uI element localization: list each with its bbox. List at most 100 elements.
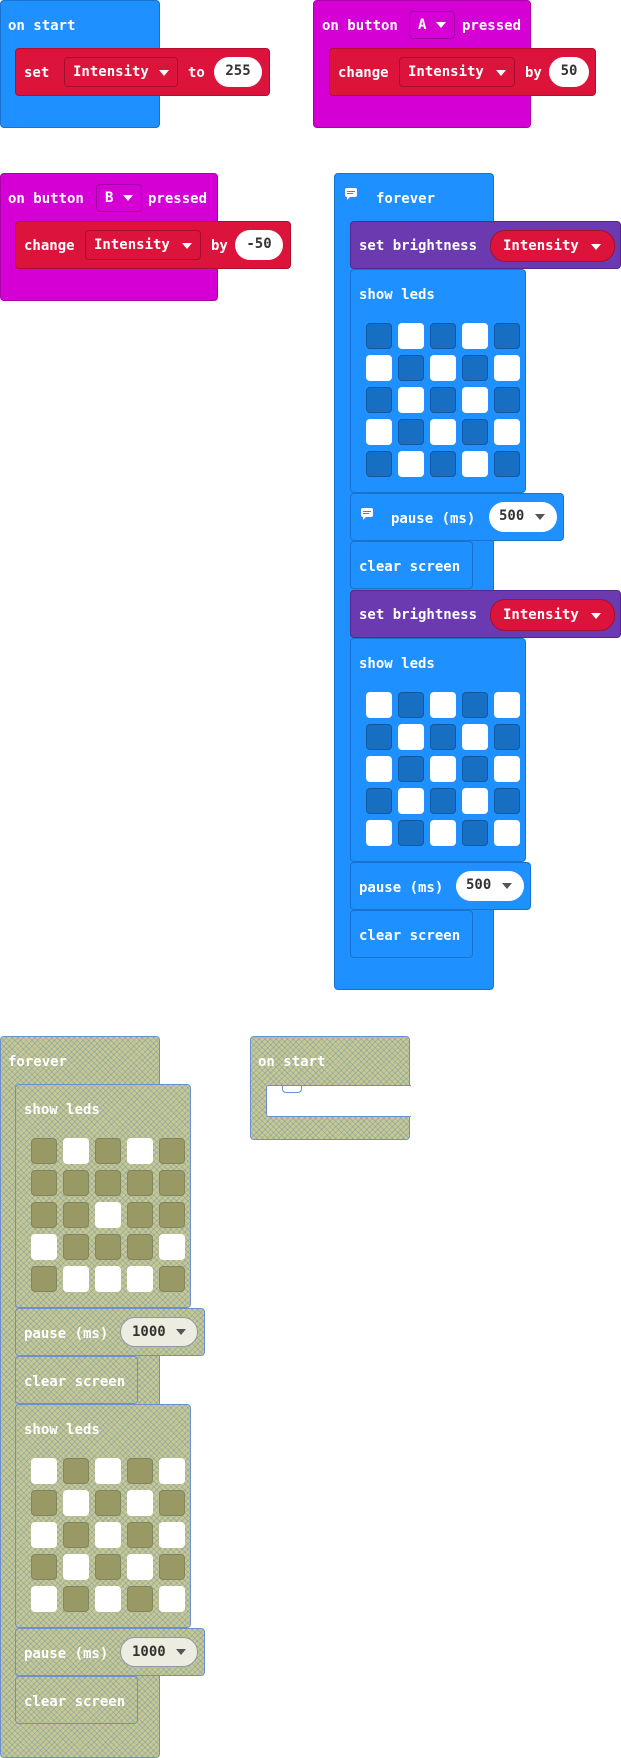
led-on[interactable] xyxy=(494,820,520,846)
led-on[interactable] xyxy=(127,1490,153,1516)
led-off[interactable] xyxy=(462,756,488,782)
led-on[interactable] xyxy=(494,419,520,445)
led-on[interactable] xyxy=(398,788,424,814)
led-off[interactable] xyxy=(159,1490,185,1516)
variable-dropdown[interactable]: Intensity xyxy=(399,57,515,87)
led-off[interactable] xyxy=(63,1522,89,1548)
duration-dropdown[interactable]: 1000 xyxy=(120,1317,198,1347)
led-on[interactable] xyxy=(462,387,488,413)
show-leds-block[interactable]: show leds xyxy=(15,1404,191,1628)
led-on[interactable] xyxy=(159,1234,185,1260)
led-on[interactable] xyxy=(159,1522,185,1548)
value-input[interactable]: -50 xyxy=(235,230,283,260)
led-off[interactable] xyxy=(430,387,456,413)
led-off[interactable] xyxy=(95,1138,121,1164)
set-brightness-block[interactable]: set brightness Intensity xyxy=(350,221,621,269)
led-off[interactable] xyxy=(159,1554,185,1580)
change-variable-block[interactable]: change Intensity by 50 xyxy=(329,48,596,96)
show-leds-block[interactable]: show leds xyxy=(350,269,526,493)
led-off[interactable] xyxy=(494,387,520,413)
led-off[interactable] xyxy=(63,1170,89,1196)
led-on[interactable] xyxy=(366,419,392,445)
led-off[interactable] xyxy=(366,724,392,750)
led-on[interactable] xyxy=(127,1138,153,1164)
led-on[interactable] xyxy=(366,756,392,782)
led-off[interactable] xyxy=(366,451,392,477)
pause-block[interactable]: pause (ms) 1000 xyxy=(15,1628,205,1676)
led-on[interactable] xyxy=(95,1266,121,1292)
led-on[interactable] xyxy=(462,323,488,349)
led-on[interactable] xyxy=(127,1266,153,1292)
led-off[interactable] xyxy=(430,323,456,349)
led-off[interactable] xyxy=(159,1138,185,1164)
led-off[interactable] xyxy=(127,1586,153,1612)
led-off[interactable] xyxy=(494,323,520,349)
value-input[interactable]: 50 xyxy=(549,57,589,87)
show-leds-block[interactable]: show leds xyxy=(15,1084,191,1308)
led-off[interactable] xyxy=(430,788,456,814)
led-off[interactable] xyxy=(159,1170,185,1196)
led-off[interactable] xyxy=(95,1234,121,1260)
led-off[interactable] xyxy=(462,419,488,445)
led-on[interactable] xyxy=(430,419,456,445)
led-on[interactable] xyxy=(462,788,488,814)
led-off[interactable] xyxy=(63,1202,89,1228)
led-off[interactable] xyxy=(31,1138,57,1164)
led-off[interactable] xyxy=(63,1458,89,1484)
led-off[interactable] xyxy=(31,1266,57,1292)
led-off[interactable] xyxy=(462,355,488,381)
led-on[interactable] xyxy=(494,355,520,381)
led-on[interactable] xyxy=(31,1522,57,1548)
led-on[interactable] xyxy=(462,451,488,477)
led-on[interactable] xyxy=(430,756,456,782)
led-off[interactable] xyxy=(398,419,424,445)
led-off[interactable] xyxy=(430,451,456,477)
led-on[interactable] xyxy=(127,1554,153,1580)
variable-dropdown[interactable]: Intensity xyxy=(85,230,201,260)
led-off[interactable] xyxy=(95,1170,121,1196)
value-input[interactable]: 255 xyxy=(214,57,262,87)
led-off[interactable] xyxy=(159,1202,185,1228)
led-off[interactable] xyxy=(127,1458,153,1484)
led-off[interactable] xyxy=(398,756,424,782)
led-off[interactable] xyxy=(398,692,424,718)
led-off[interactable] xyxy=(366,323,392,349)
change-variable-block[interactable]: change Intensity by -50 xyxy=(15,221,291,269)
led-on[interactable] xyxy=(63,1554,89,1580)
led-on[interactable] xyxy=(159,1586,185,1612)
led-off[interactable] xyxy=(63,1586,89,1612)
clear-screen-block[interactable]: clear screen xyxy=(15,1356,138,1404)
led-off[interactable] xyxy=(398,355,424,381)
led-off[interactable] xyxy=(462,820,488,846)
led-off[interactable] xyxy=(31,1554,57,1580)
led-on[interactable] xyxy=(462,724,488,750)
variable-dropdown[interactable]: Intensity xyxy=(64,57,178,87)
led-off[interactable] xyxy=(430,724,456,750)
led-off[interactable] xyxy=(127,1234,153,1260)
led-on[interactable] xyxy=(95,1586,121,1612)
clear-screen-block[interactable]: clear screen xyxy=(350,910,473,958)
led-on[interactable] xyxy=(159,1458,185,1484)
led-on[interactable] xyxy=(494,692,520,718)
led-off[interactable] xyxy=(462,692,488,718)
pause-block[interactable]: pause (ms) 500 xyxy=(350,493,564,541)
duration-dropdown[interactable]: 1000 xyxy=(120,1637,198,1667)
variable-reporter[interactable]: Intensity xyxy=(490,230,615,262)
led-on[interactable] xyxy=(430,355,456,381)
pause-block[interactable]: pause (ms) 500 xyxy=(350,862,531,910)
duration-dropdown[interactable]: 500 xyxy=(489,502,557,532)
button-dropdown[interactable]: A xyxy=(409,11,455,39)
variable-reporter[interactable]: Intensity xyxy=(490,599,615,631)
clear-screen-block[interactable]: clear screen xyxy=(15,1676,138,1724)
clear-screen-block[interactable]: clear screen xyxy=(350,541,473,589)
led-off[interactable] xyxy=(95,1554,121,1580)
led-on[interactable] xyxy=(31,1234,57,1260)
led-off[interactable] xyxy=(31,1170,57,1196)
led-off[interactable] xyxy=(31,1490,57,1516)
led-off[interactable] xyxy=(494,451,520,477)
set-brightness-block[interactable]: set brightness Intensity xyxy=(350,590,621,638)
led-on[interactable] xyxy=(398,387,424,413)
led-on[interactable] xyxy=(366,692,392,718)
led-off[interactable] xyxy=(366,387,392,413)
pause-block[interactable]: pause (ms) 1000 xyxy=(15,1308,205,1356)
